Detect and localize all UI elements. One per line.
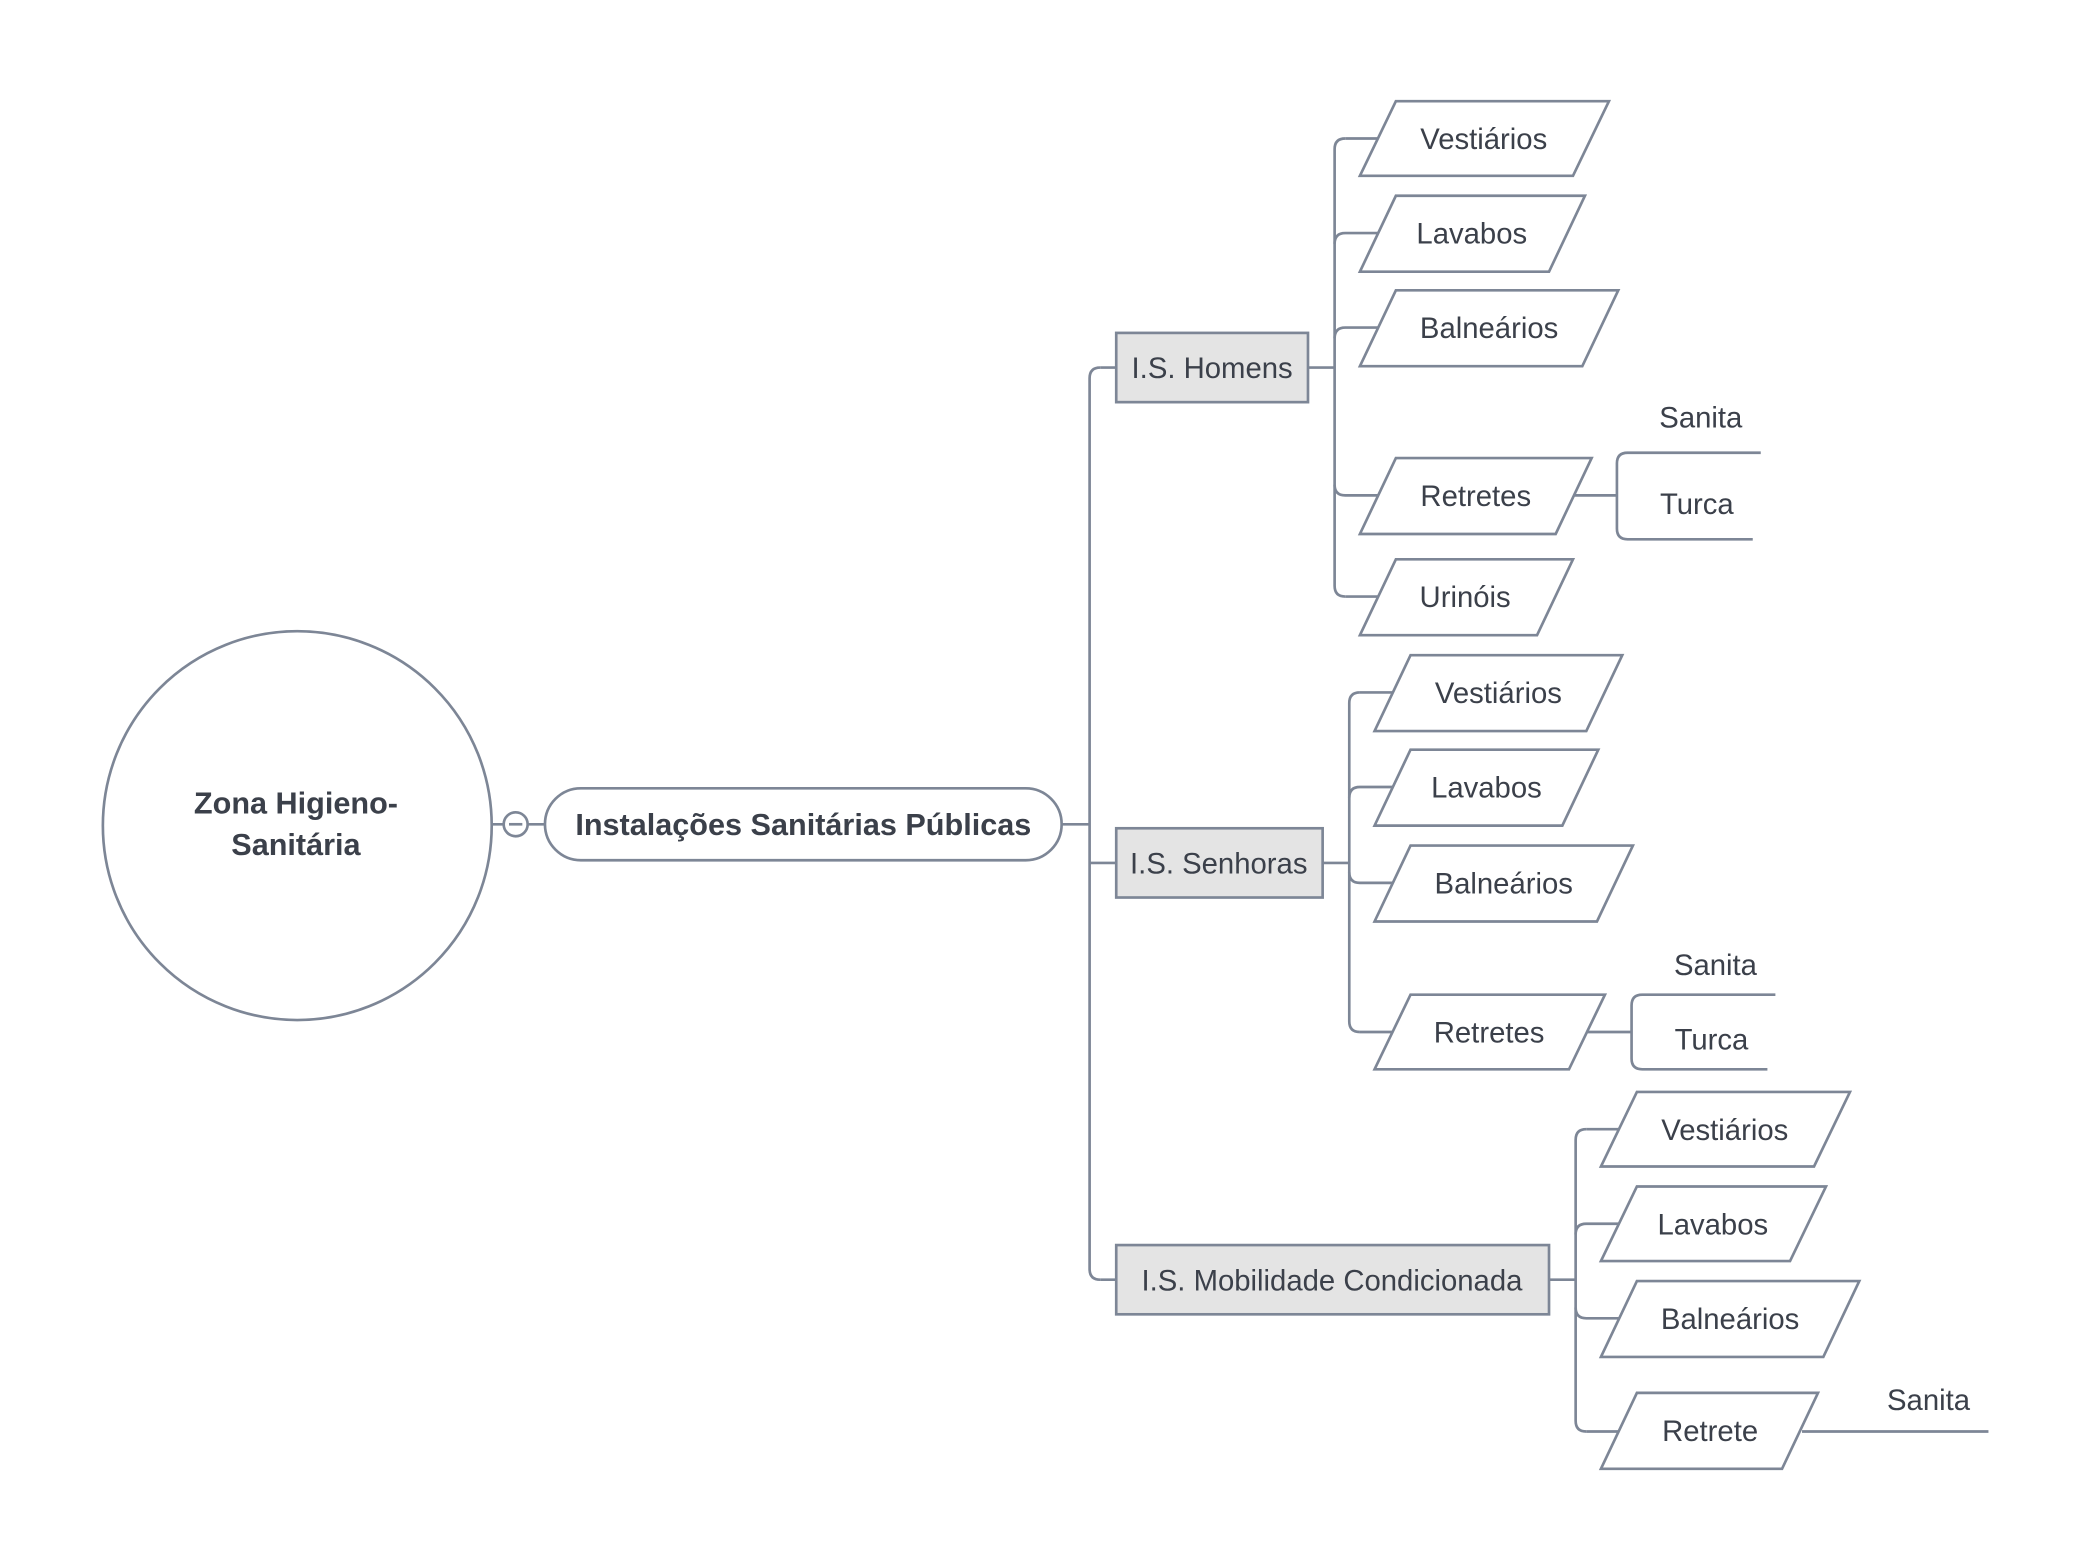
- leaf-label: Lavabos: [1657, 1208, 1768, 1241]
- leaf-senhoras-vestiarios[interactable]: Vestiários: [1372, 653, 1625, 733]
- leaf-mobilidade-lavabos[interactable]: Lavabos: [1598, 1185, 1829, 1263]
- branch-label: I.S. Mobilidade Condicionada: [1142, 1264, 1524, 1297]
- branch-senhoras[interactable]: I.S. Senhoras: [1114, 826, 1324, 899]
- leaf-homens-vestiarios[interactable]: Vestiários: [1357, 99, 1612, 178]
- leaf-homens-balnearios[interactable]: Balneários: [1357, 288, 1621, 368]
- sub-leaf-label[interactable]: Sanita: [1659, 401, 1743, 434]
- leaf-label: Vestiários: [1661, 1114, 1788, 1147]
- branch-mobilidade[interactable]: I.S. Mobilidade Condicionada: [1114, 1243, 1551, 1316]
- leaf-homens-lavabos[interactable]: Lavabos: [1357, 194, 1588, 273]
- leaf-label: Lavabos: [1416, 218, 1527, 251]
- leaf-label: Urinóis: [1420, 581, 1511, 614]
- root-label-line1: Zona Higieno-: [194, 787, 398, 821]
- connectors: [1061, 137, 1989, 1433]
- sub-leaf-label[interactable]: Turca: [1660, 488, 1734, 521]
- leaf-mobilidade-vestiarios[interactable]: Vestiários: [1598, 1090, 1853, 1168]
- branch-homens[interactable]: I.S. Homens: [1114, 331, 1310, 404]
- sub-leaf-label[interactable]: Sanita: [1887, 1384, 1971, 1417]
- leaf-senhoras-lavabos[interactable]: Lavabos: [1372, 748, 1601, 827]
- collapse-toggle[interactable]: [502, 810, 529, 838]
- leaf-mobilidade-balnearios[interactable]: Balneários: [1598, 1279, 1862, 1359]
- leaf-mobilidade-retrete[interactable]: Retrete: [1598, 1391, 1821, 1471]
- leaf-label: Retretes: [1420, 480, 1531, 513]
- leaf-label: Lavabos: [1431, 772, 1542, 805]
- branch-label: I.S. Homens: [1132, 352, 1293, 385]
- root-label-line2: Sanitária: [231, 828, 361, 862]
- leaf-label: Retretes: [1434, 1017, 1545, 1050]
- sub-leaf-label[interactable]: Turca: [1675, 1023, 1749, 1056]
- main-topic-node[interactable]: Instalações Sanitárias Públicas: [543, 786, 1063, 862]
- root-node[interactable]: Zona Higieno- Sanitária: [101, 629, 494, 1022]
- leaf-label: Balneários: [1435, 868, 1573, 901]
- leaf-label: Balneários: [1420, 312, 1558, 345]
- leaf-label: Vestiários: [1435, 677, 1562, 710]
- leaf-label: Vestiários: [1420, 123, 1547, 156]
- leaf-senhoras-balnearios[interactable]: Balneários: [1372, 844, 1636, 923]
- leaf-label: Retrete: [1662, 1415, 1758, 1448]
- leaf-homens-urinois[interactable]: Urinóis: [1357, 557, 1576, 637]
- leaf-label: Balneários: [1661, 1303, 1799, 1336]
- sub-leaf-label[interactable]: Sanita: [1674, 949, 1758, 982]
- leaf-homens-retretes[interactable]: Retretes: [1357, 456, 1594, 536]
- branch-label: I.S. Senhoras: [1130, 848, 1307, 881]
- main-topic-label: Instalações Sanitárias Públicas: [575, 808, 1031, 842]
- leaf-senhoras-retretes[interactable]: Retretes: [1372, 993, 1608, 1071]
